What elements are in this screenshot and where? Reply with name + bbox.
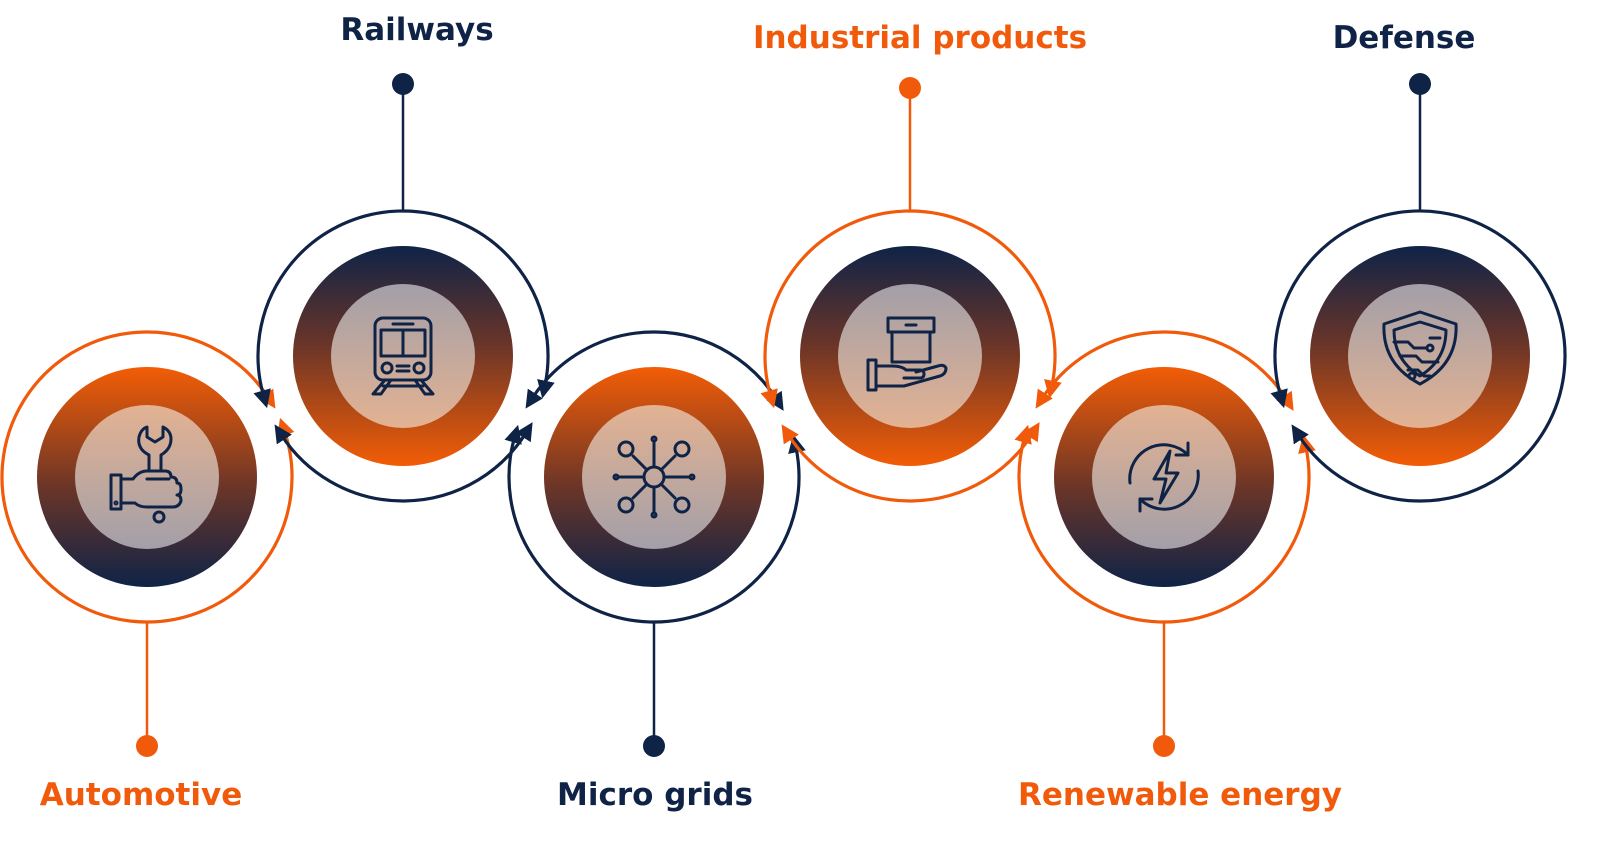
- node-inner-circle: [1092, 405, 1236, 549]
- cycle-arrow-arc: [253, 209, 555, 409]
- node-inner-circle: [838, 284, 982, 428]
- cycle-arrow-arc: [274, 422, 533, 503]
- cycle-arrow-arc: [525, 330, 784, 411]
- cycle-arrow-arc: [0, 330, 295, 624]
- connector-dot: [643, 735, 665, 757]
- node-renewable-energy: Renewable energy: [1018, 367, 1342, 813]
- connector-dot: [1153, 735, 1175, 757]
- cycle-arrow-arc: [504, 424, 806, 624]
- shield-circuit-icon: [1382, 310, 1458, 386]
- node-inner-circle: [1348, 284, 1492, 428]
- hand-wrench-icon: [109, 425, 183, 524]
- cycle-arrow-arc: [781, 422, 1040, 503]
- node-inner-circle: [582, 405, 726, 549]
- node-automotive: Automotive: [37, 367, 257, 813]
- node-industrial-products: Industrial products: [753, 20, 1087, 466]
- node-label: Defense: [1333, 20, 1476, 56]
- node-label: Industrial products: [753, 20, 1087, 56]
- gear-network-icon: [612, 435, 696, 519]
- node-label: Renewable energy: [1018, 777, 1342, 813]
- connector-dot: [1409, 73, 1431, 95]
- cycle-arrow-arc: [760, 209, 1062, 409]
- hand-box-icon: [866, 316, 948, 392]
- cycle-arrow-arc: [1035, 330, 1294, 411]
- cycle-arrow-arc: [1270, 209, 1567, 503]
- node-label: Railways: [340, 12, 493, 48]
- connector-dot: [392, 73, 414, 95]
- node-micro-grids: Micro grids: [544, 367, 764, 813]
- cycle-arrow-arc: [1014, 424, 1316, 624]
- connector-dot: [136, 735, 158, 757]
- node-label: Automotive: [40, 777, 242, 813]
- node-defense: Defense: [1310, 20, 1530, 466]
- renewable-bolt-icon: [1128, 441, 1200, 513]
- node-railways: Railways: [293, 12, 513, 466]
- node-label: Micro grids: [557, 777, 753, 813]
- train-icon: [371, 316, 435, 396]
- node-inner-circle: [75, 405, 219, 549]
- connector-dot: [899, 77, 921, 99]
